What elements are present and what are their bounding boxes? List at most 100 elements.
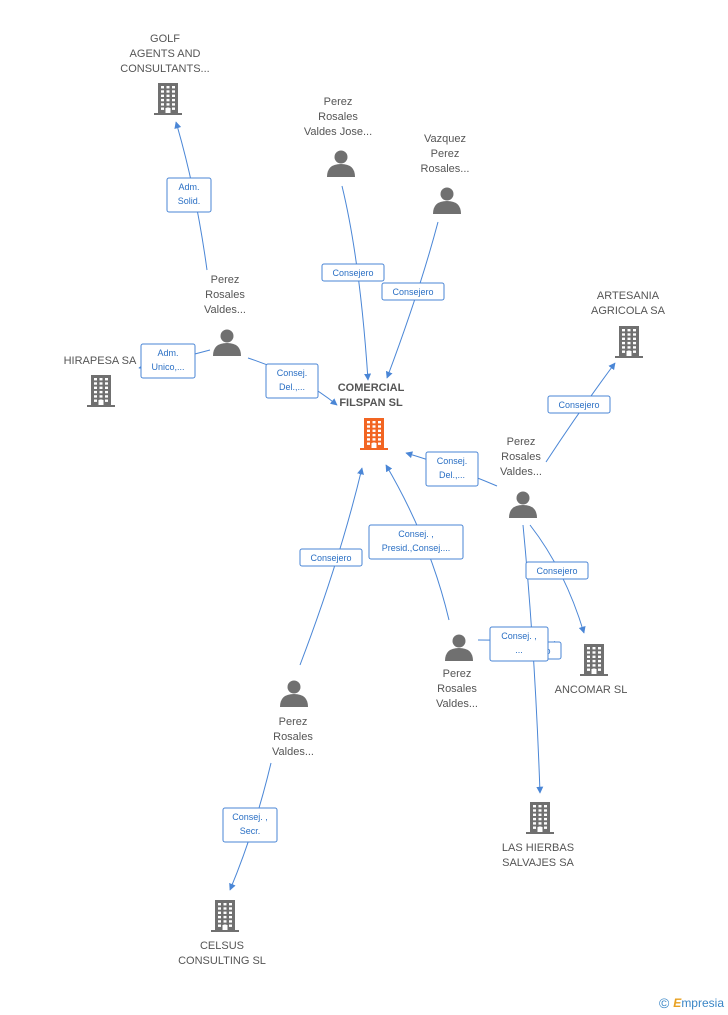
edge-label-box[interactable] xyxy=(321,263,385,282)
building-icon[interactable] xyxy=(526,802,554,834)
node-comercial[interactable]: COMERCIAL FILSPAN SL xyxy=(338,382,405,450)
node-label: Rosales xyxy=(501,451,541,463)
edge-label-p_left-to-hirapesa[interactable]: Adm. Unico,... xyxy=(140,343,196,379)
node-label: Rosales xyxy=(205,289,245,301)
edge-label-text: Adm. xyxy=(178,182,199,192)
edge-label-text: Consejero xyxy=(332,268,373,278)
edge-label-box[interactable] xyxy=(425,451,479,487)
node-label: SALVAJES SA xyxy=(502,857,574,869)
edge-label-p_vazquez-to-comercial[interactable]: Consejero xyxy=(381,282,445,301)
edge-label-box[interactable] xyxy=(547,395,611,414)
brand-initial: E xyxy=(673,996,682,1010)
node-label: Perez xyxy=(507,436,536,448)
person-icon[interactable] xyxy=(327,150,355,178)
node-label: Rosales xyxy=(318,111,358,123)
person-icon[interactable] xyxy=(445,634,473,662)
node-label: Perez xyxy=(431,148,460,160)
node-label: Valdes... xyxy=(272,746,314,758)
node-label: Perez xyxy=(324,96,353,108)
node-label: FILSPAN SL xyxy=(339,397,403,409)
edge-label-p_right-to-comercial[interactable]: Consej. Del.,... xyxy=(425,451,479,487)
edge-label-p_right-to-ancomar[interactable]: Consejero xyxy=(525,561,589,580)
person-icon[interactable] xyxy=(433,187,461,215)
node-label: Valdes Jose... xyxy=(304,126,372,138)
edge-label-text: Consejero xyxy=(536,566,577,576)
node-p_bottom[interactable]: PerezRosalesValdes... xyxy=(272,680,314,759)
edge-label-p_right-to-artesania[interactable]: Consejero xyxy=(547,395,611,414)
edge-p_jose-to-comercial xyxy=(341,185,372,381)
node-lasherbas[interactable]: LAS HIERBAS SALVAJES SA xyxy=(502,802,575,869)
node-label: AGRICOLA SA xyxy=(591,305,666,317)
edge-label-text: Secr. xyxy=(240,826,261,836)
edge-label-text: Consej. xyxy=(437,456,468,466)
edge-label-p_jose-to-comercial[interactable]: Consejero xyxy=(321,263,385,282)
edge-label-p_center-to-ancomar[interactable]: Consej. ,... xyxy=(489,626,549,662)
node-label: ANCOMAR SL xyxy=(555,684,628,696)
edge-label-text: Consej. , xyxy=(501,631,537,641)
copyright-icon: © xyxy=(658,995,670,1011)
edge-label-text: Presid.,Consej.... xyxy=(382,543,451,553)
edge-label-p_bottom-to-comercial[interactable]: Consejero xyxy=(299,548,363,567)
brand-name: mpresia xyxy=(681,996,724,1010)
edge-label-box[interactable] xyxy=(222,807,278,843)
node-label: LAS HIERBAS xyxy=(502,842,574,854)
node-label: ARTESANIA xyxy=(597,290,660,302)
node-label: AGENTS AND xyxy=(130,48,201,60)
node-ancomar[interactable]: ANCOMAR SL xyxy=(555,644,628,696)
node-label: CONSULTING SL xyxy=(178,955,266,967)
building-icon[interactable] xyxy=(360,418,388,450)
node-label: Valdes... xyxy=(204,304,246,316)
footer-brand: © Empresia xyxy=(659,995,724,1011)
node-label: CELSUS xyxy=(200,940,244,952)
building-icon[interactable] xyxy=(87,375,115,407)
edge-label-text: Del.,... xyxy=(279,382,305,392)
edge-label-box[interactable] xyxy=(299,548,363,567)
person-icon[interactable] xyxy=(213,329,241,357)
edge-label-p_center-to-comercial[interactable]: Consej. , Presid.,Consej.... xyxy=(368,524,464,560)
node-hirapesa[interactable]: HIRAPESA SA xyxy=(64,355,137,407)
edge-label-p_bottom-to-celsus[interactable]: Consej. , Secr. xyxy=(222,807,278,843)
building-icon[interactable] xyxy=(615,326,643,358)
building-icon[interactable] xyxy=(211,900,239,932)
edge-label-box[interactable] xyxy=(166,177,212,213)
building-icon[interactable] xyxy=(580,644,608,676)
edge-label-box[interactable] xyxy=(368,524,464,560)
node-label: HIRAPESA SA xyxy=(64,355,137,367)
building-icon[interactable] xyxy=(154,83,182,115)
edge-label-text: Consej. xyxy=(277,368,308,378)
edge-label-box[interactable] xyxy=(140,343,196,379)
edge-label-text: Unico,... xyxy=(151,362,184,372)
node-label: Valdes... xyxy=(436,698,478,710)
node-label: Perez xyxy=(211,274,240,286)
node-p_center[interactable]: PerezRosalesValdes... xyxy=(436,634,478,711)
node-label: Vazquez xyxy=(424,133,466,145)
edge-label-p_left-to-comercial[interactable]: Consej. Del.,... xyxy=(265,363,319,399)
person-icon[interactable] xyxy=(509,491,537,519)
edge-label-text: Consej. , xyxy=(232,812,268,822)
node-label: Rosales xyxy=(437,683,477,695)
node-p_left[interactable]: PerezRosalesValdes... xyxy=(204,274,246,356)
edge-label-text: Solid. xyxy=(178,196,201,206)
edge-label-box[interactable] xyxy=(381,282,445,301)
edge-label-text: Adm. xyxy=(157,348,178,358)
node-p_right[interactable]: PerezRosalesValdes... xyxy=(500,436,542,518)
edge-label-text: Del.,... xyxy=(439,470,465,480)
edge-label-p_left-to-golf[interactable]: Adm. Solid. xyxy=(166,177,212,213)
node-p_vazquez[interactable]: VazquezPerezRosales... xyxy=(421,133,470,214)
node-label: CONSULTANTS... xyxy=(120,63,209,75)
node-artesania[interactable]: ARTESANIA AGRICOLA SA xyxy=(591,290,666,358)
node-label: Perez xyxy=(279,716,308,728)
edge-label-text: Consejero xyxy=(310,553,351,563)
node-celsus[interactable]: CELSUS CONSULTING SL xyxy=(178,900,266,967)
node-label: Rosales xyxy=(273,731,313,743)
person-icon[interactable] xyxy=(280,680,308,708)
edge-label-box[interactable] xyxy=(265,363,319,399)
edge-label-text: Consej. , xyxy=(398,529,434,539)
node-label: Perez xyxy=(443,668,472,680)
node-label: COMERCIAL xyxy=(338,382,405,394)
edge-label-box[interactable] xyxy=(489,626,549,662)
edge-label-box[interactable] xyxy=(525,561,589,580)
